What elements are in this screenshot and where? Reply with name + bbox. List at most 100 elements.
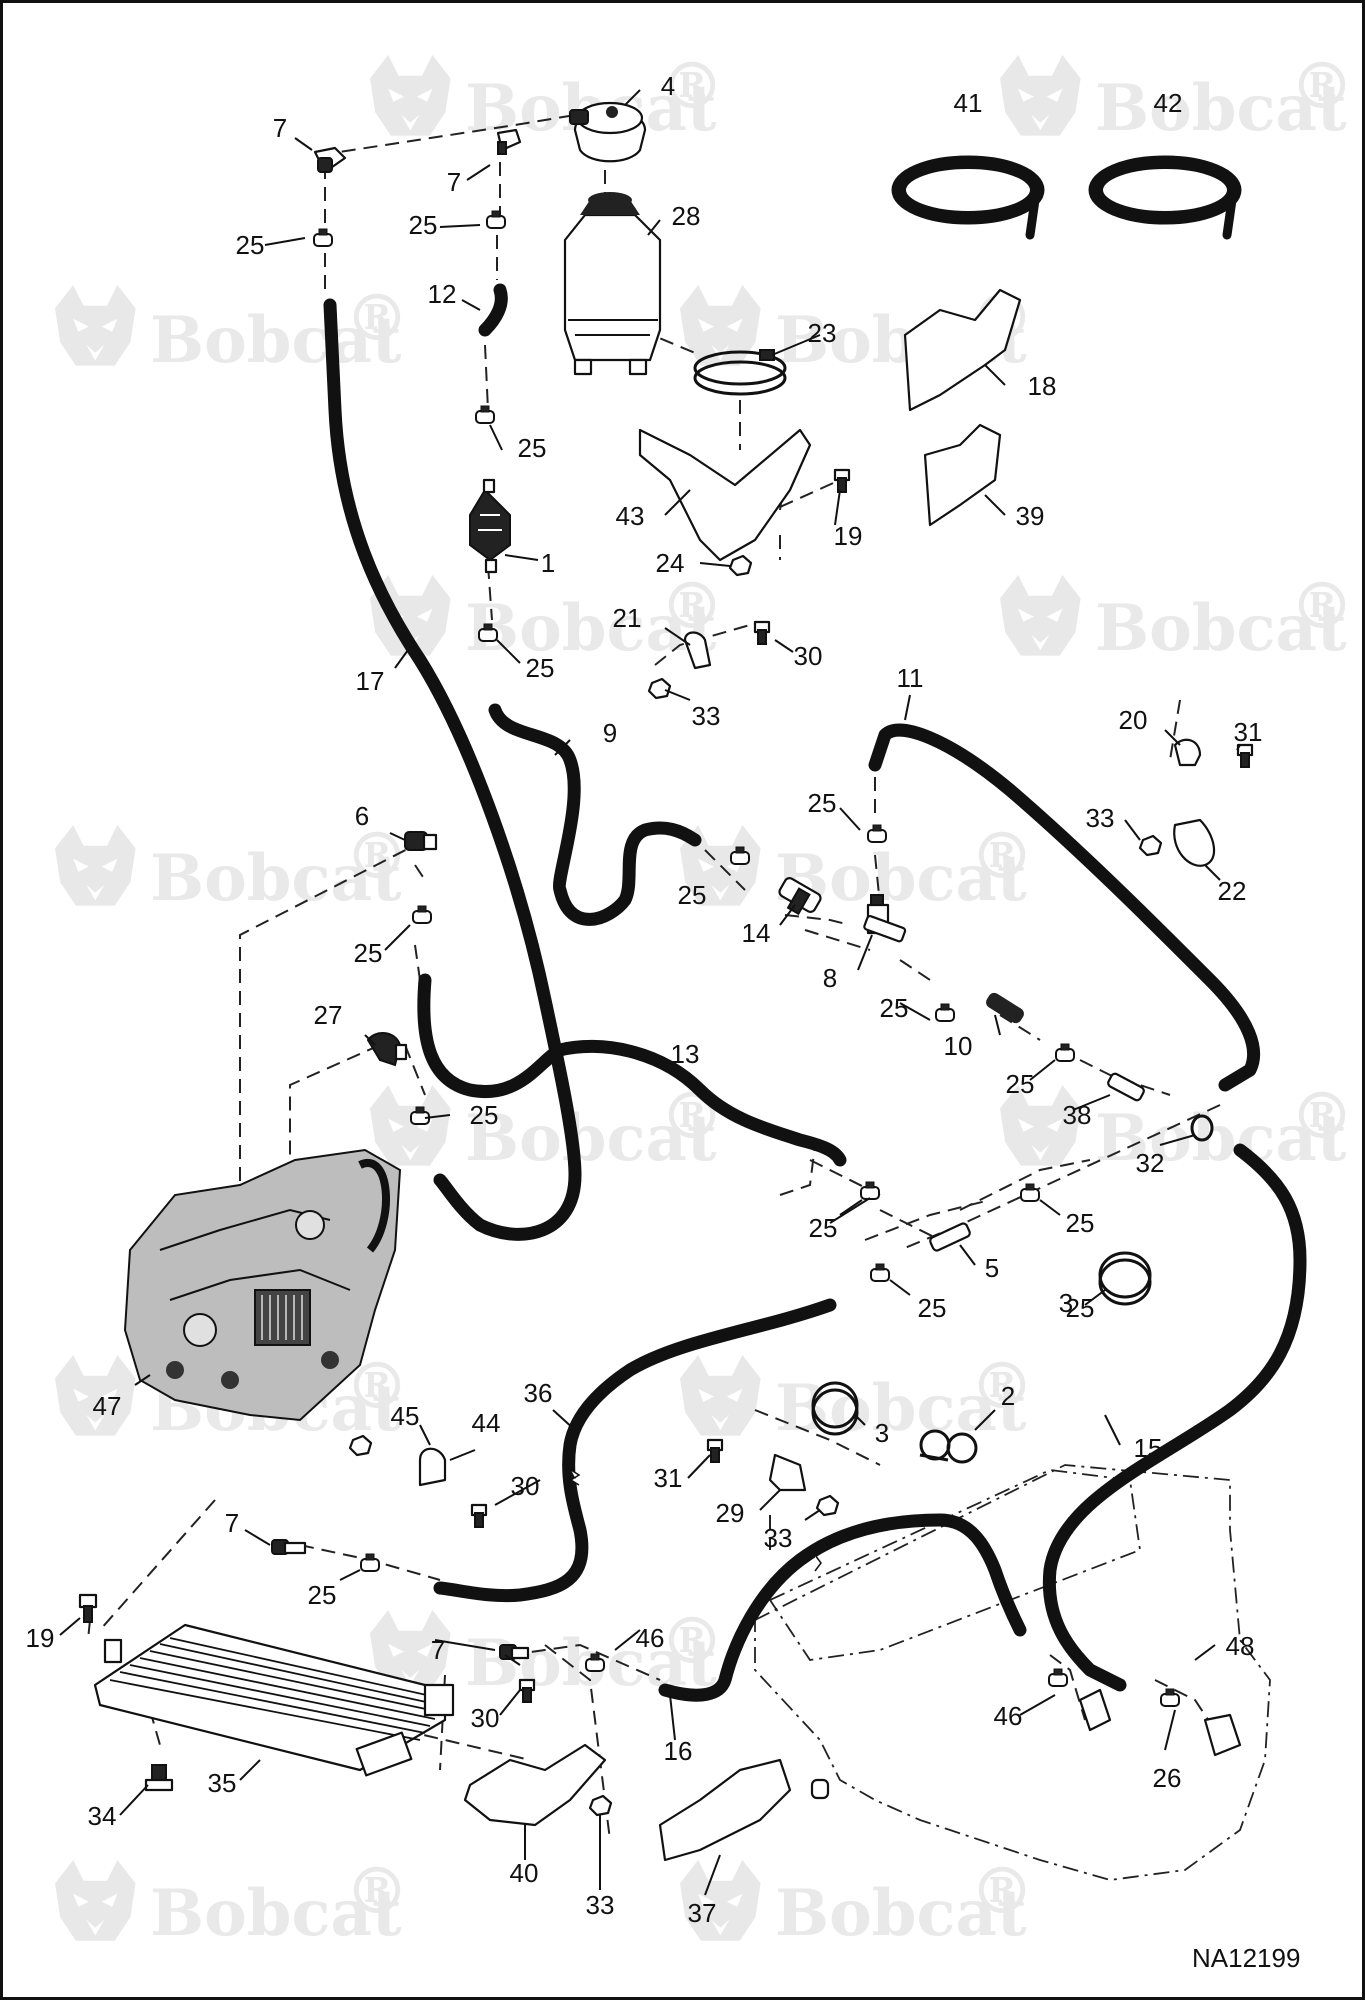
- callout-18: 18: [1028, 371, 1057, 401]
- tee-fitting-8: [863, 894, 907, 943]
- callout-32: 32: [1136, 1148, 1165, 1178]
- svg-text:®: ®: [660, 1604, 724, 1679]
- leader-lines: [59, 89, 1241, 1896]
- svg-text:Bobcat: Bobcat: [775, 1876, 1027, 1951]
- filter-cap: [569, 101, 647, 163]
- watermark-9: Bobcat ®: [370, 1079, 724, 1176]
- callout-1: 1: [541, 548, 555, 578]
- callout-25: 25: [526, 653, 555, 683]
- callout-33: 33: [764, 1523, 793, 1553]
- clamp-22: [1173, 818, 1216, 867]
- callout-25: 25: [518, 433, 547, 463]
- callout-45: 45: [391, 1401, 420, 1431]
- svg-text:®: ®: [970, 1349, 1034, 1424]
- coil-hose-41: [891, 155, 1045, 240]
- hose-9: [488, 703, 702, 926]
- nut-33-top: [647, 677, 672, 700]
- callout-44: 44: [472, 1408, 501, 1438]
- watermark-10: Bobcat ®: [1000, 1079, 1354, 1176]
- hose-36: [433, 1298, 837, 1603]
- callout-21: 21: [613, 603, 642, 633]
- elbow-27: [366, 1032, 408, 1067]
- callout-35: 35: [208, 1768, 237, 1798]
- bracket-29: [768, 1453, 807, 1492]
- diagram-code: NA12199: [1192, 1943, 1300, 1973]
- callout-8: 8: [823, 963, 837, 993]
- svg-text:®: ®: [345, 1854, 409, 1929]
- nut-24: [728, 554, 753, 577]
- callout-10: 10: [944, 1031, 973, 1061]
- svg-text:®: ®: [970, 1854, 1034, 1929]
- callout-9: 9: [603, 718, 617, 748]
- callout-25: 25: [918, 1293, 947, 1323]
- watermark-12: Bobcat ®: [680, 1349, 1034, 1446]
- callout-22: 22: [1218, 876, 1247, 906]
- watermark-2: Bobcat ®: [1000, 49, 1354, 146]
- callout-34: 34: [88, 1801, 117, 1831]
- svg-text:®: ®: [1290, 1079, 1354, 1154]
- parts: [78, 101, 1254, 1862]
- callout-30: 30: [794, 641, 823, 671]
- callout-15: 15: [1134, 1433, 1163, 1463]
- callout-7: 7: [447, 167, 461, 197]
- hoses: [323, 283, 1307, 1702]
- fitting-7-top-mid: [496, 128, 522, 155]
- svg-text:Bobcat: Bobcat: [150, 1876, 402, 1951]
- cap-bottom: [810, 1778, 830, 1800]
- fitting-5: [929, 1222, 971, 1252]
- svg-text:Bobcat: Bobcat: [1095, 1101, 1347, 1176]
- callout-14: 14: [742, 918, 771, 948]
- hose-17: [323, 298, 582, 1241]
- callout-48: 48: [1226, 1631, 1255, 1661]
- hose-16: [658, 1513, 1027, 1702]
- bracket-43: [638, 428, 812, 562]
- hose-clamps: [313, 210, 1180, 1707]
- svg-text:Bobcat: Bobcat: [150, 841, 402, 916]
- callout-11: 11: [897, 663, 924, 693]
- coil-hose-42: [1088, 155, 1242, 240]
- fuel-cooler-35: [93, 1623, 455, 1777]
- callout-20: 20: [1119, 705, 1148, 735]
- callout-27: 27: [314, 1000, 343, 1030]
- callout-25: 25: [1006, 1069, 1035, 1099]
- fitting-7-top-left: [313, 146, 347, 174]
- fitting-6: [404, 831, 438, 851]
- callout-7: 7: [225, 1508, 239, 1538]
- svg-text:Bobcat: Bobcat: [775, 1371, 1027, 1446]
- bracket-18: [903, 288, 1022, 412]
- callout-16: 16: [664, 1736, 693, 1766]
- shutoff-valve-14: [778, 877, 822, 916]
- svg-text:®: ®: [1290, 49, 1354, 124]
- callout-7: 7: [431, 1635, 445, 1665]
- callout-40: 40: [510, 1858, 539, 1888]
- callout-28: 28: [672, 201, 701, 231]
- svg-text:®: ®: [345, 819, 409, 894]
- callout-42: 42: [1154, 88, 1183, 118]
- bolt-19-top: [833, 468, 851, 493]
- callout-labels: 1 2 3 3 4 5 6 7 7 7 7 8 9 10 11 12 13 14…: [26, 71, 1263, 1928]
- clamp-44: [418, 1447, 447, 1487]
- callout-31: 31: [1234, 717, 1263, 747]
- clamp-3-right: [1098, 1251, 1152, 1306]
- callout-19: 19: [26, 1623, 55, 1653]
- watermark-7: Bobcat ®: [55, 819, 409, 916]
- callout-2: 2: [1001, 1381, 1015, 1411]
- engine-block-47: [123, 1148, 402, 1422]
- svg-text:Bobcat: Bobcat: [1095, 71, 1347, 146]
- fitting-7-bottom: [271, 1539, 307, 1555]
- callout-25: 25: [1066, 1293, 1095, 1323]
- bolt-30-top: [753, 620, 771, 645]
- callout-25: 25: [808, 788, 837, 818]
- callout-39: 39: [1016, 501, 1045, 531]
- nut-45: [348, 1434, 373, 1457]
- callout-33: 33: [586, 1890, 615, 1920]
- callout-38: 38: [1063, 1100, 1092, 1130]
- engine-outline-inner: [768, 1469, 1141, 1661]
- callout-36: 36: [524, 1378, 553, 1408]
- fitting-7-lower: [499, 1644, 530, 1660]
- callout-43: 43: [616, 501, 645, 531]
- svg-text:®: ®: [1290, 569, 1354, 644]
- engine-outline: [754, 1464, 1271, 1881]
- clamp-3-mid: [811, 1381, 859, 1436]
